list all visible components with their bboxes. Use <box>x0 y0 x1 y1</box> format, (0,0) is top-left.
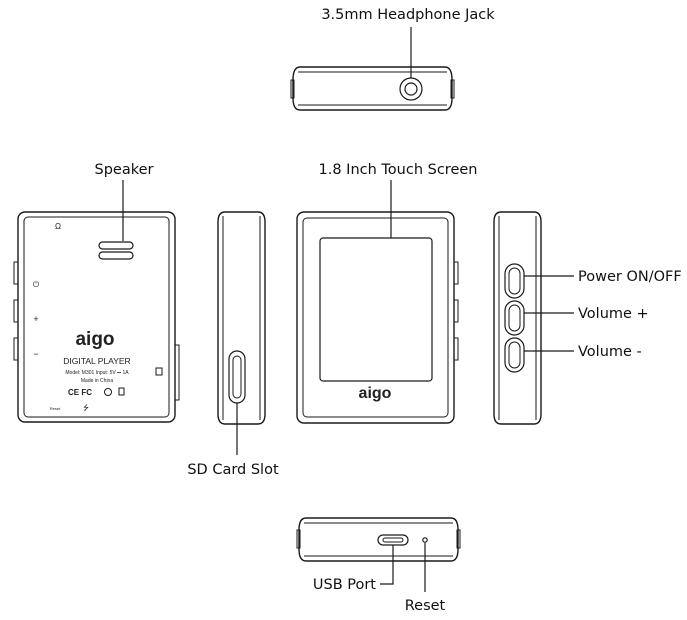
cert-marks: CE FC <box>68 388 92 397</box>
spec-line: Model: M301 Input: 5V ⎓ 1A <box>65 370 129 376</box>
front-view: 1.8 Inch Touch Screen aigo <box>296 162 478 424</box>
usb-port-label: USB Port <box>313 577 376 593</box>
sd-card-slot-label: SD Card Slot <box>187 462 279 478</box>
back-view: Speaker Ω ⏻ + − aigo DIGITAL PLAYER Mode… <box>13 162 180 423</box>
recycle-icon <box>104 388 112 396</box>
plus-mark: + <box>33 314 38 324</box>
touch-screen-label: 1.8 Inch Touch Screen <box>319 162 478 178</box>
speaker-label: Speaker <box>95 162 154 178</box>
weee-icon <box>118 387 125 396</box>
sd-mark-icon <box>155 367 163 376</box>
volume-up-label: Volume + <box>578 306 649 322</box>
reset-hole-icon <box>422 537 428 543</box>
headphone-jack-label: 3.5mm Headphone Jack <box>321 7 495 23</box>
volume-up-button <box>504 300 525 336</box>
origin-line: Made in China <box>81 378 113 384</box>
speaker-grille-icon <box>98 241 134 260</box>
power-button <box>504 263 525 299</box>
front-logo: aigo <box>359 385 392 402</box>
usb-mark-icon: ⭍ <box>83 404 89 412</box>
volume-down-button <box>504 337 525 373</box>
power-mark-icon: ⏻ <box>33 280 40 289</box>
sd-side-view: SD Card Slot <box>187 211 279 478</box>
reset-label: Reset <box>405 598 446 614</box>
minus-mark: − <box>33 349 38 359</box>
power-label: Power ON/OFF <box>578 269 682 285</box>
back-logo: aigo <box>75 329 114 350</box>
button-side-view: Power ON/OFF Volume + Volume - <box>493 211 682 425</box>
top-view: 3.5mm Headphone Jack <box>290 7 495 111</box>
touch-screen <box>319 237 433 382</box>
volume-down-label: Volume - <box>578 344 642 360</box>
reset-mark: Reset <box>50 406 61 411</box>
bottom-view: USB Port Reset <box>296 517 461 614</box>
headphone-mark-icon: Ω <box>55 222 61 231</box>
product-name: DIGITAL PLAYER <box>63 356 130 366</box>
